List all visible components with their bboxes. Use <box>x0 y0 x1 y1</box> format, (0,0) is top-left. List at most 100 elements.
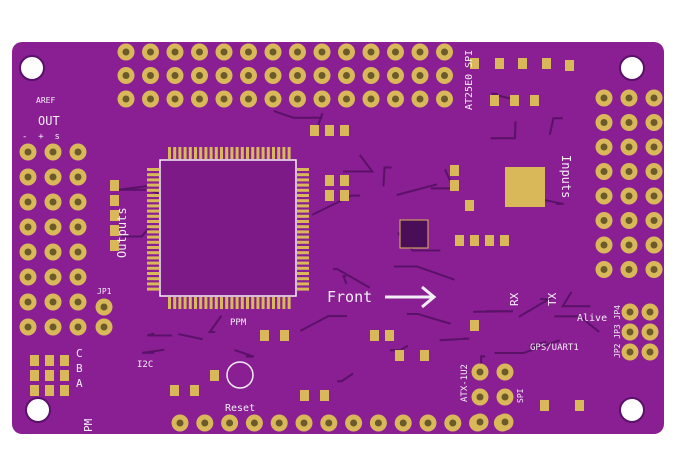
pad-drill <box>626 193 633 200</box>
smd-pad <box>470 235 479 246</box>
label-outputs: Outputs <box>115 207 129 258</box>
smd-pad <box>465 200 474 211</box>
qfp-pin <box>297 288 309 291</box>
smd-pad <box>420 350 429 361</box>
smd-pad <box>542 58 551 69</box>
pad-drill <box>626 144 633 151</box>
pad-drill <box>101 304 108 311</box>
qfp-pin <box>147 215 159 218</box>
pad-drill <box>25 299 32 306</box>
pad-drill <box>294 72 301 79</box>
qfp-pin <box>147 194 159 197</box>
pad-drill <box>647 349 654 356</box>
label-ppm: PPM <box>230 318 247 328</box>
smd-pad <box>30 355 39 366</box>
pad-drill <box>425 420 432 427</box>
smd-pad <box>45 385 54 396</box>
qfp-pin <box>147 272 159 275</box>
qfp-pin <box>246 147 249 159</box>
qfp-pin <box>297 194 309 197</box>
pad-drill <box>147 96 154 103</box>
label-inputs: Inputs <box>559 155 573 198</box>
qfp-pin <box>225 147 228 159</box>
pad-drill <box>196 72 203 79</box>
mounting-hole <box>620 398 644 422</box>
qfp-pin <box>147 282 159 285</box>
qfp-pin <box>189 297 192 309</box>
pad-drill <box>651 193 658 200</box>
pad-drill <box>25 224 32 231</box>
label-atx: ATX-1U2 <box>460 364 470 402</box>
qfp-pin <box>236 147 239 159</box>
pad-drill <box>75 249 82 256</box>
qfp-pin <box>256 297 259 309</box>
pad-drill <box>343 72 350 79</box>
smd-pad <box>470 320 479 331</box>
smd-pad <box>300 390 309 401</box>
label-reset: Reset <box>225 403 255 414</box>
pad-drill <box>221 96 228 103</box>
pad-drill <box>147 72 154 79</box>
qfp-pin <box>251 147 254 159</box>
smd-pad <box>340 175 349 186</box>
qfp-pin <box>262 147 265 159</box>
pad-drill <box>221 49 228 56</box>
pad-drill <box>417 96 424 103</box>
qfp-pin <box>204 147 207 159</box>
label-aref: AREF <box>36 96 55 105</box>
pad-drill <box>449 420 456 427</box>
pad-drill <box>75 174 82 181</box>
pad-drill <box>75 274 82 281</box>
pad-drill <box>627 349 634 356</box>
qfp-pin <box>168 147 171 159</box>
pad-drill <box>325 420 332 427</box>
smd-pad <box>325 125 334 136</box>
label-jumpers: JP2 JP3 JP4 <box>613 305 622 358</box>
pad-drill <box>270 49 277 56</box>
pad-drill <box>502 369 509 376</box>
pad-drill <box>343 49 350 56</box>
pad-drill <box>294 96 301 103</box>
smd-pad <box>45 355 54 366</box>
label-a: A <box>76 377 83 390</box>
pad-drill <box>294 49 301 56</box>
qfp-pin <box>241 147 244 159</box>
qfp-pin <box>267 147 270 159</box>
pad-drill <box>50 149 57 156</box>
qfp-pin <box>189 147 192 159</box>
qfp-pin <box>297 256 309 259</box>
smd-pad <box>30 385 39 396</box>
qfp-pin <box>147 277 159 280</box>
qfp-pin <box>147 225 159 228</box>
pad-drill <box>350 420 357 427</box>
smd-pad <box>385 330 394 341</box>
pad-drill <box>50 224 57 231</box>
pad-drill <box>417 72 424 79</box>
qfp-pin <box>297 246 309 249</box>
qfp-pin <box>147 210 159 213</box>
qfp-pin <box>184 297 187 309</box>
pad-drill <box>196 96 203 103</box>
pad-drill <box>147 49 154 56</box>
qfp-pin <box>147 267 159 270</box>
smd-pad <box>60 385 69 396</box>
pad-drill <box>651 168 658 175</box>
qfp-pin <box>210 147 213 159</box>
qfn-chip <box>505 167 545 207</box>
qfp-pin <box>288 147 291 159</box>
pad-drill <box>50 299 57 306</box>
pad-drill <box>75 149 82 156</box>
pad-drill <box>25 274 32 281</box>
qfp-pin <box>147 189 159 192</box>
pad-drill <box>417 49 424 56</box>
qfp-pin <box>147 256 159 259</box>
board <box>12 42 664 434</box>
mounting-hole <box>620 56 644 80</box>
pad-drill <box>123 49 130 56</box>
smd-pad <box>30 370 39 381</box>
qfp-pin <box>297 220 309 223</box>
smd-pad <box>340 125 349 136</box>
copper-trace <box>473 311 513 312</box>
pad-drill <box>50 174 57 181</box>
pad-drill <box>392 72 399 79</box>
